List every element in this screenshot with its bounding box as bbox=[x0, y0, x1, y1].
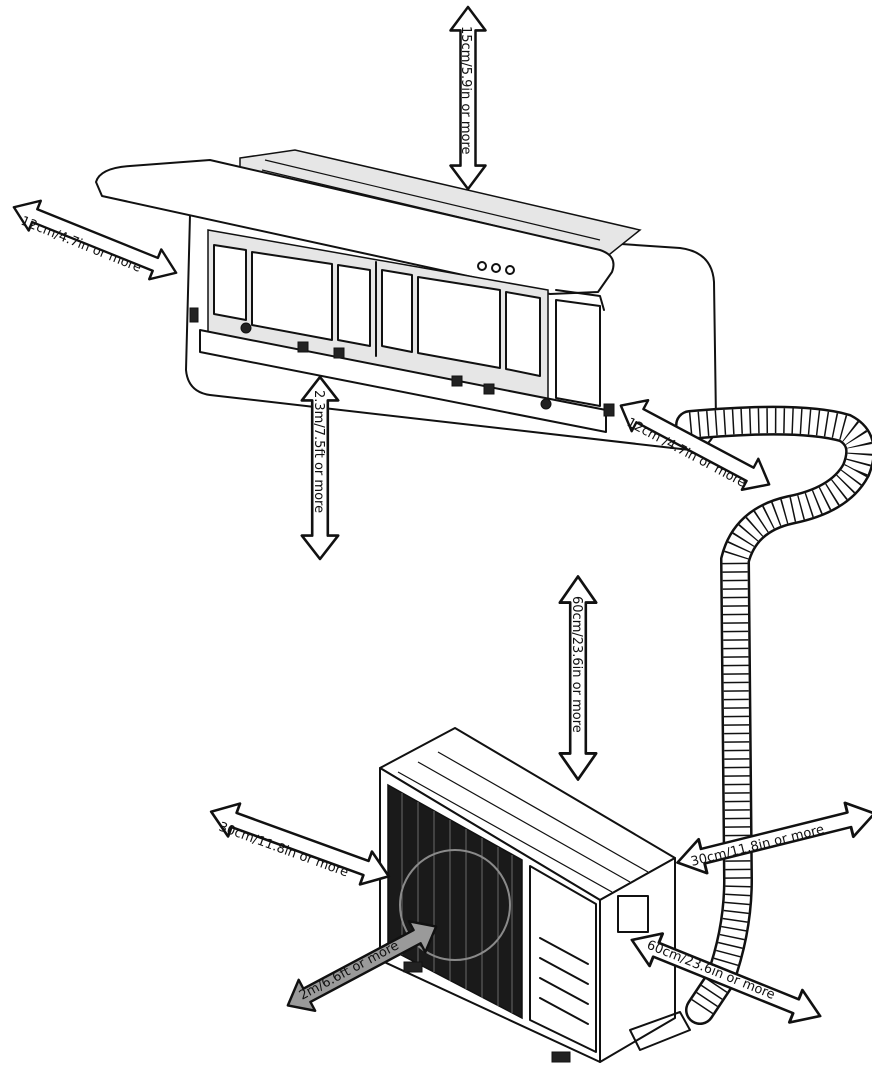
clearance-outdoor-right: 30cm/11.8in or more bbox=[671, 795, 872, 881]
label-indoor-bottom: 2.3m/7.5ft or more bbox=[311, 390, 326, 513]
outdoor-unit-icon bbox=[379, 727, 691, 1063]
clearance-indoor-top: 15cm/5.9in or more bbox=[449, 5, 487, 191]
pipe-icon bbox=[675, 405, 872, 1025]
label-outdoor-front: 2m/6.6ft or more bbox=[297, 938, 402, 1003]
clearance-indoor-bottom: 2.3m/7.5ft or more bbox=[300, 375, 340, 561]
label-outdoor-top: 60cm/23.6in or more bbox=[569, 596, 584, 733]
clearance-outdoor-top: 60cm/23.6in or more bbox=[558, 575, 598, 781]
clearance-outdoor-left: 30cm/11.8in or more bbox=[203, 793, 397, 895]
label-indoor-top: 15cm/5.9in or more bbox=[458, 26, 473, 155]
